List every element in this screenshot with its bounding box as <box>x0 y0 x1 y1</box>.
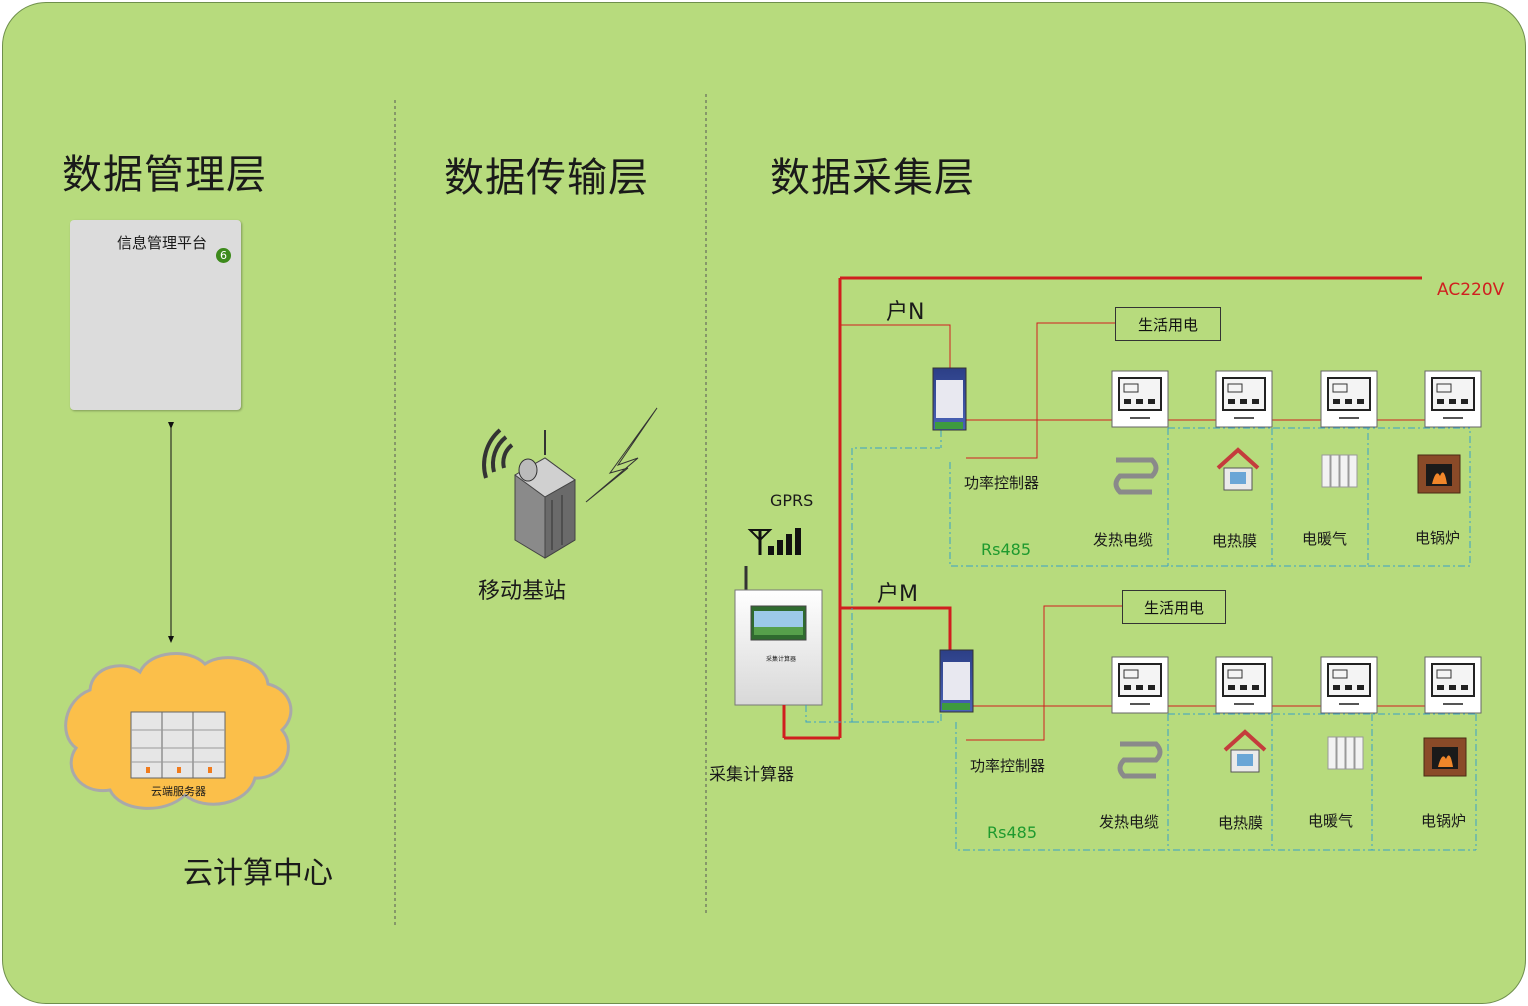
signal-icon <box>747 528 801 555</box>
device-label-m-2: 电热膜 <box>1218 814 1264 832</box>
power-controller-icon-n <box>932 367 967 431</box>
thermostats-m <box>1111 656 1482 714</box>
radiator-icon-n <box>1321 454 1358 488</box>
heating-cable-icon-m <box>1117 741 1163 779</box>
heating-cable-icon-n <box>1113 457 1159 495</box>
device-label-n-4: 电锅炉 <box>1415 529 1461 547</box>
device-label-m-4: 电锅炉 <box>1421 812 1467 830</box>
thermostat-icon <box>1111 370 1169 428</box>
living-power-box-n: 生活用电 <box>1115 307 1221 341</box>
thermostat-icon <box>1111 656 1169 714</box>
rs485-lines <box>805 427 1477 851</box>
power-lines <box>782 276 1425 741</box>
thermostat-icon <box>1424 656 1482 714</box>
gprs-label: GPRS <box>770 491 814 510</box>
cloud-center-label: 云计算中心 <box>183 856 333 891</box>
boiler-icon-m <box>1423 737 1467 777</box>
platform-badge: 6 <box>216 248 231 263</box>
radiator-icon-m <box>1327 736 1364 770</box>
thermostat-icon <box>1215 656 1273 714</box>
power-controller-icon-m <box>939 649 974 713</box>
rs485-label-n: Rs485 <box>981 540 1031 559</box>
device-label-n-3: 电暖气 <box>1302 530 1348 548</box>
living-power-box-m: 生活用电 <box>1122 590 1226 624</box>
device-label-n-1: 发热电缆 <box>1093 531 1154 549</box>
thermostat-icon <box>1320 656 1378 714</box>
thermostat-icon <box>1320 370 1378 428</box>
heating-film-icon-m <box>1223 729 1267 773</box>
lightning-icon <box>585 407 658 503</box>
power-controller-label-m: 功率控制器 <box>970 757 1046 775</box>
device-label-m-3: 电暖气 <box>1308 812 1354 830</box>
heating-film-icon-n <box>1216 447 1260 491</box>
device-label-n-2: 电热膜 <box>1212 532 1258 550</box>
cloud-server-icon <box>130 711 226 779</box>
ac220v-label: AC220V <box>1437 280 1505 300</box>
info-platform-panel <box>70 220 241 410</box>
power-controller-label-n: 功率控制器 <box>964 474 1040 492</box>
household-m-label: 户M <box>877 582 918 607</box>
thermostat-icon <box>1424 370 1482 428</box>
collector-screen-caption: 采集计算器 <box>766 656 797 663</box>
device-label-m-1: 发热电缆 <box>1099 813 1160 831</box>
collector-label: 采集计算器 <box>709 765 794 785</box>
thermostats-n <box>1111 370 1482 428</box>
management-layer-title: 数据管理层 <box>62 152 267 198</box>
cloud-server-label: 云端服务器 <box>151 785 206 798</box>
platform-title: 信息管理平台 <box>117 234 208 252</box>
boiler-icon-n <box>1417 454 1461 494</box>
collector-device-icon <box>734 566 823 706</box>
rs485-label-m: Rs485 <box>987 823 1037 842</box>
thermostat-icon <box>1215 370 1273 428</box>
base-station-icon <box>482 428 576 559</box>
household-n-label: 户N <box>886 300 925 325</box>
collection-layer-title: 数据采集层 <box>770 155 975 201</box>
base-station-label: 移动基站 <box>478 579 567 604</box>
transmission-layer-title: 数据传输层 <box>444 155 649 201</box>
